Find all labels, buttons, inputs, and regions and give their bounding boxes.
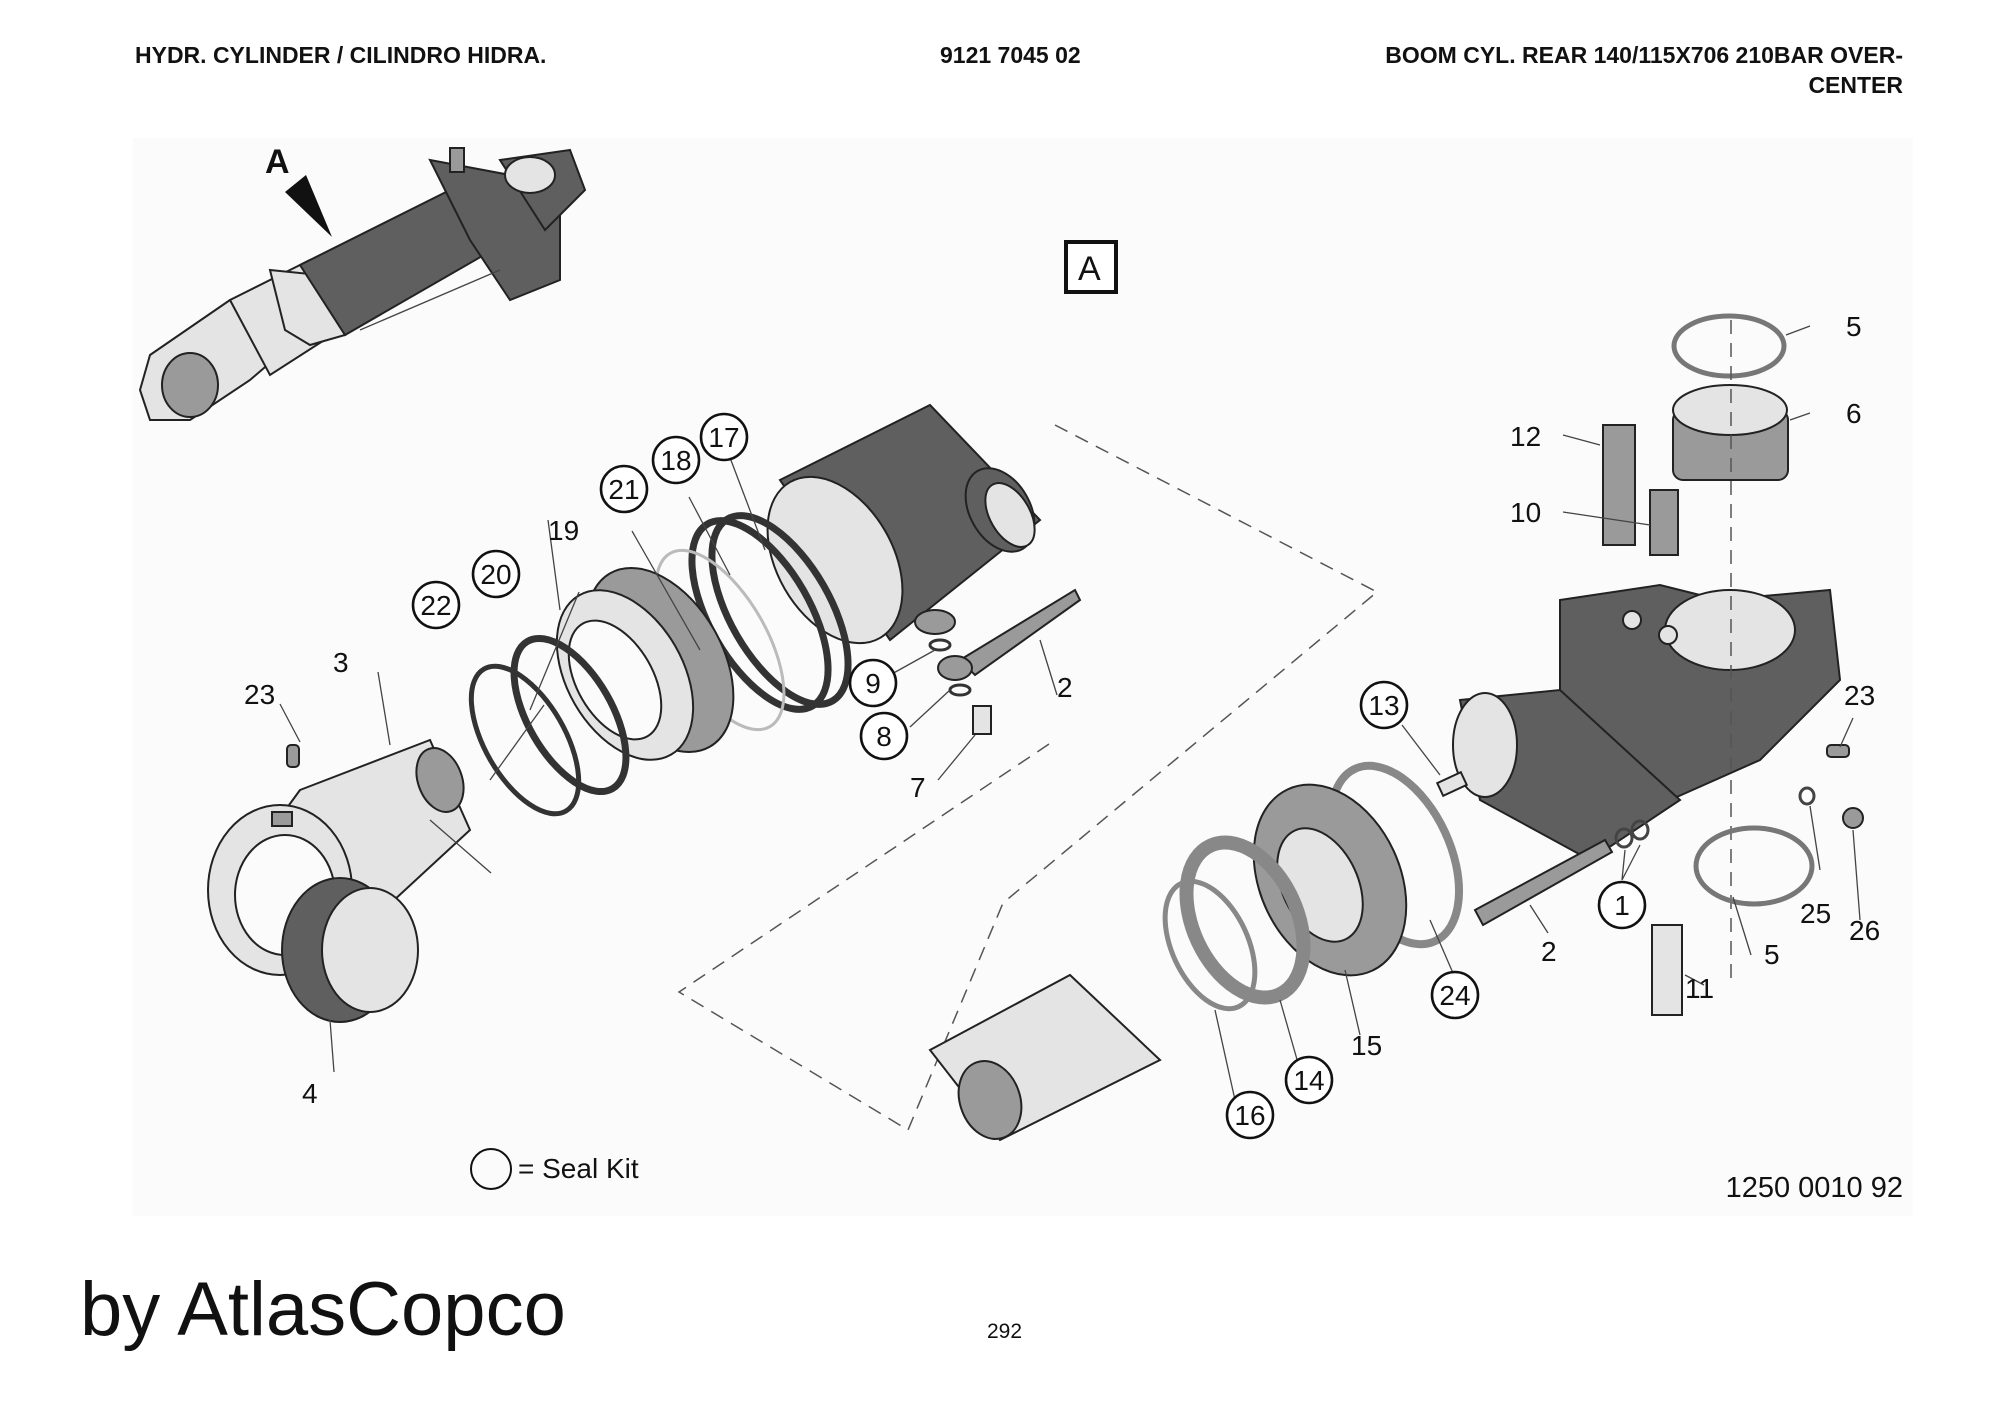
hydraulic-pipe-upper [928,588,1082,735]
callout-11: 11 [1685,973,1714,1004]
callout-2-upper: 2 [1057,672,1073,703]
svg-text:8: 8 [876,721,892,752]
section-box-label: A [1078,250,1101,288]
callout-5-upper: 5 [1846,311,1862,342]
svg-text:22: 22 [420,590,451,621]
part-description-line1: BOOM CYL. REAR 140/115X706 210BAR OVER- [1385,42,1903,68]
callout-10: 10 [1510,497,1541,528]
callout-22: 22 [411,580,461,630]
cylinder-head-block [1452,583,1842,862]
callout-24: 24 [1430,970,1480,1020]
drawing-number: 1250 0010 92 [1725,1172,1903,1204]
part-description-line2: CENTER [1808,72,1903,98]
seal-ring-20 [510,634,630,796]
callout-25: 25 [1800,898,1831,929]
guide-bushing [555,567,735,761]
piston-rod [928,973,1162,1142]
callout-13: 13 [1359,680,1409,730]
svg-text:13: 13 [1368,690,1399,721]
callout-18: 18 [651,435,701,485]
callout-7: 7 [910,772,926,803]
o-ring-1b [1630,819,1650,841]
retaining-ring-upper [1671,313,1787,379]
hose-fitting-11 [1651,924,1683,1016]
svg-text:24: 24 [1439,980,1470,1011]
seal-kit-legend: = Seal Kit [470,1148,639,1190]
callout-19: 19 [548,515,579,546]
page-number: 292 [987,1320,1023,1343]
assembly-boundary [677,424,1379,1132]
svg-text:17: 17 [708,422,739,453]
svg-text:9: 9 [865,668,881,699]
callout-23-right: 23 [1844,680,1875,711]
part-number: 9121 7045 02 [940,42,1081,68]
callout-4: 4 [302,1078,318,1109]
seal-ring-22 [468,663,582,817]
piston-seal-group [1162,761,1464,1012]
seal-kit-circle-icon [470,1148,512,1190]
spherical-bushing [281,877,419,1023]
svg-text:20: 20 [480,559,511,590]
document-title: HYDR. CYLINDER / CILINDRO HIDRA. [135,42,547,68]
check-valve-12 [1602,424,1636,546]
part-description: BOOM CYL. REAR 140/115X706 210BAR OVER- … [1203,40,1903,100]
callout-17: 17 [699,412,749,462]
plug-valve-10 [1649,489,1679,556]
seal-washer-25 [1798,786,1816,806]
grease-nipple-left [286,744,300,768]
callout-6: 6 [1846,398,1862,429]
seal-kit-label: = Seal Kit [518,1153,639,1184]
callout-15: 15 [1351,1030,1382,1061]
callout-8: 8 [859,711,909,761]
callout-21: 21 [599,464,649,514]
grub-screw [1435,770,1469,798]
callout-12: 12 [1510,421,1541,452]
callout-14: 14 [1284,1055,1334,1105]
svg-text:14: 14 [1293,1065,1324,1096]
callout-9: 9 [848,658,898,708]
plug-26 [1842,807,1864,829]
callout-5-lower: 5 [1764,939,1780,970]
callout-16: 16 [1225,1090,1275,1140]
svg-text:1: 1 [1614,890,1630,921]
overview-cylinder [138,147,587,421]
o-ring-1a [1614,827,1634,849]
svg-text:16: 16 [1234,1100,1265,1131]
brand-footer: by AtlasCopco [80,1267,566,1352]
cylinder-tube [766,403,1042,645]
view-arrow-a: A [265,143,332,237]
grease-nipple-right [1826,744,1850,758]
callout-23-left: 23 [244,679,275,710]
hydraulic-pipe-lower [1473,838,1614,927]
svg-text:21: 21 [608,474,639,505]
callout-3: 3 [333,647,349,678]
leader-lines [279,325,1861,1101]
retaining-ring-lower [1693,825,1815,907]
svg-text:18: 18 [660,445,691,476]
callout-1: 1 [1597,880,1647,930]
view-label-a: A [265,143,290,181]
section-box-a: A [1064,240,1118,294]
callout-26: 26 [1849,915,1880,946]
callout-20: 20 [471,549,521,599]
callout-2-lower: 2 [1541,936,1557,967]
